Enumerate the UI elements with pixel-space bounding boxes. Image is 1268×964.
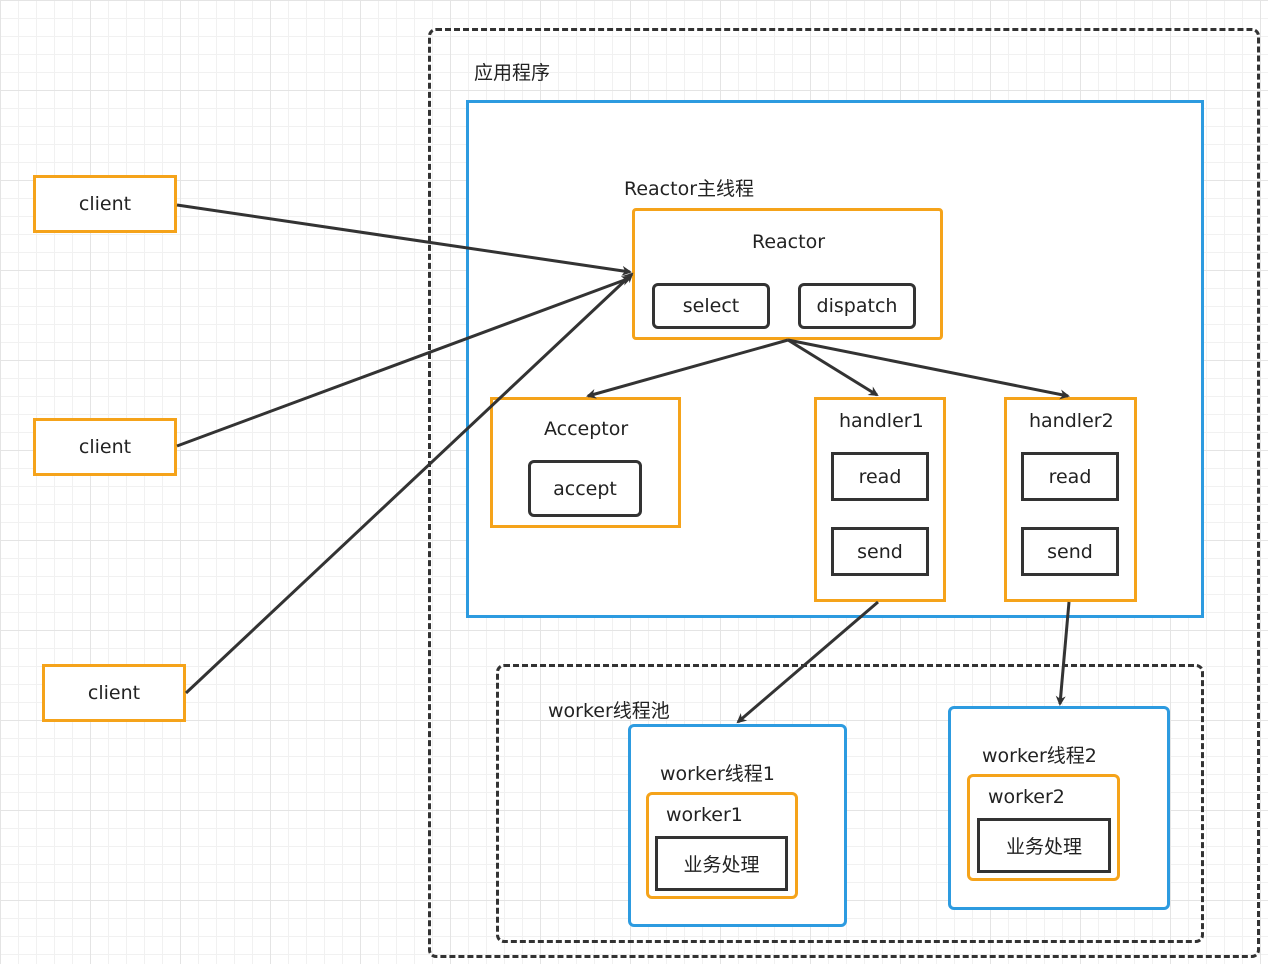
worker-thread2-title: worker线程2 <box>982 745 1097 767</box>
reactor-title: Reactor <box>752 231 826 253</box>
worker-pool-title: worker线程池 <box>548 700 670 722</box>
application-title: 应用程序 <box>474 62 551 84</box>
reactor-main-thread-title: Reactor主线程 <box>624 178 755 200</box>
dispatch-box[interactable]: dispatch <box>798 283 916 329</box>
handler1-send-box[interactable]: send <box>831 527 929 576</box>
worker1-task-box[interactable]: 业务处理 <box>655 836 788 891</box>
accept-box[interactable]: accept <box>528 460 642 517</box>
client-box-2[interactable]: client <box>33 418 177 476</box>
handler1-title: handler1 <box>839 410 924 432</box>
acceptor-title: Acceptor <box>544 418 629 440</box>
client-box-3[interactable]: client <box>42 664 186 722</box>
worker-thread1-title: worker线程1 <box>660 763 775 785</box>
worker2-task-box[interactable]: 业务处理 <box>977 818 1111 873</box>
handler2-send-box[interactable]: send <box>1021 527 1119 576</box>
handler2-read-box[interactable]: read <box>1021 452 1119 501</box>
client-box-1[interactable]: client <box>33 175 177 233</box>
worker1-title: worker1 <box>666 804 743 826</box>
handler1-read-box[interactable]: read <box>831 452 929 501</box>
handler2-title: handler2 <box>1029 410 1114 432</box>
worker2-title: worker2 <box>988 786 1065 808</box>
select-box[interactable]: select <box>652 283 770 329</box>
